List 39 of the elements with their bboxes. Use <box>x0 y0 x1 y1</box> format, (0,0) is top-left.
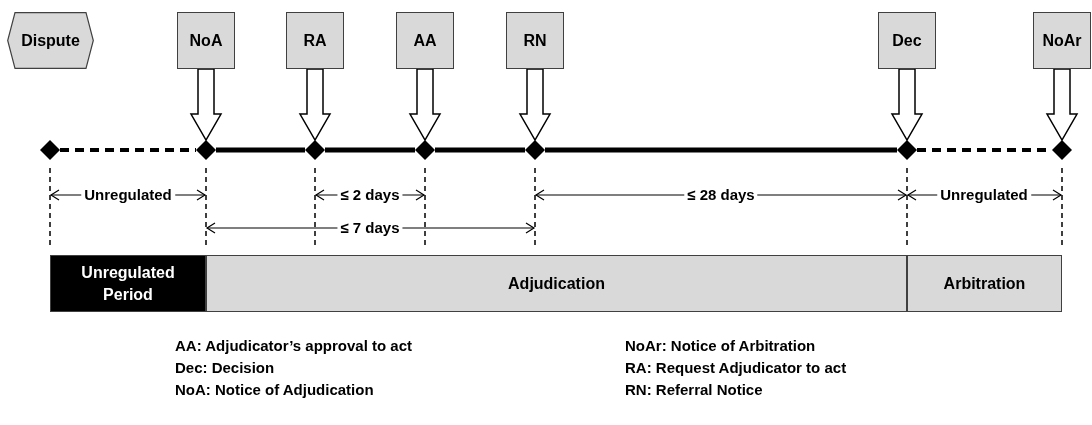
duration-label: ≤ 28 days <box>684 186 758 203</box>
period-band: Unregulated Period <box>50 255 206 312</box>
block-arrow <box>298 68 332 142</box>
milestone-diamond <box>305 140 325 160</box>
timeline <box>435 147 525 153</box>
event-box: RN <box>506 12 564 69</box>
abbreviation-note: NoAr: Notice of Arbitration <box>625 337 816 354</box>
abbreviation-note: Dec: Decision <box>175 359 275 376</box>
milestone-diamond <box>196 140 216 160</box>
block-arrow <box>890 68 924 142</box>
block-arrow <box>518 68 552 142</box>
milestone-diamond <box>1052 140 1072 160</box>
duration-label: ≤ 7 days <box>337 219 403 236</box>
block-arrow <box>1045 68 1079 142</box>
milestone-diamond <box>897 140 917 160</box>
event-hexagon: Dispute <box>7 12 94 69</box>
abbreviation-note: NoA: Notice of Adjudication <box>175 381 374 398</box>
period-band: Arbitration <box>907 255 1062 312</box>
milestone-diamond <box>40 140 60 160</box>
dashed-timeline <box>60 148 196 152</box>
milestone-diamond <box>415 140 435 160</box>
milestone-diamond <box>525 140 545 160</box>
abbreviation-note: AA: Adjudicator’s approval to act <box>175 337 412 354</box>
abbreviation-note: RA: Request Adjudicator to act <box>625 359 847 376</box>
period-band: Adjudication <box>206 255 907 312</box>
block-arrow <box>408 68 442 142</box>
duration-label: Unregulated <box>81 186 175 203</box>
block-arrow <box>189 68 223 142</box>
event-box: NoAr <box>1033 12 1091 69</box>
event-box: RA <box>286 12 344 69</box>
event-box: NoA <box>177 12 235 69</box>
timeline <box>325 147 415 153</box>
timeline <box>216 147 305 153</box>
duration-label: ≤ 2 days <box>337 186 403 203</box>
event-box: Dec <box>878 12 936 69</box>
event-box: AA <box>396 12 454 69</box>
duration-label: Unregulated <box>937 186 1031 203</box>
timeline <box>545 147 897 153</box>
abbreviation-note: RN: Referral Notice <box>625 381 763 398</box>
